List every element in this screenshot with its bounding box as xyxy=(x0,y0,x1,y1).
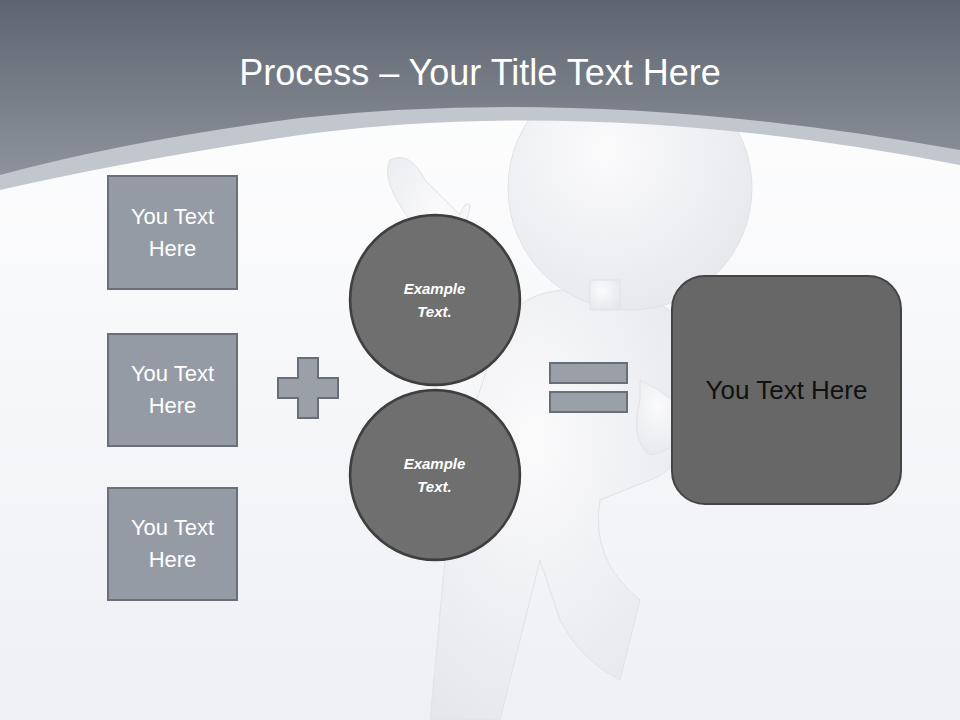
example-circle: Example Text. xyxy=(348,388,522,562)
plus-symbol xyxy=(278,358,338,418)
slide-title: Process – Your Title Text Here xyxy=(0,52,960,94)
text-group: You Text Here xyxy=(122,358,223,422)
text-group: You Text Here xyxy=(706,375,868,406)
circle-outline xyxy=(348,213,522,387)
text-group: Example Text. xyxy=(388,277,482,323)
example-circle: Example Text. xyxy=(348,213,522,387)
node-text: Example Text. xyxy=(388,452,482,498)
header-band xyxy=(0,0,960,175)
node-text: You Text Here xyxy=(122,201,223,265)
text-box: You Text Here xyxy=(107,175,238,290)
text-group: You Text Here xyxy=(122,201,223,265)
text-box: You Text Here xyxy=(107,487,238,601)
equals-symbol xyxy=(550,363,627,412)
text-group: You Text Here xyxy=(122,512,223,576)
node-text: Example Text. xyxy=(388,277,482,323)
circle-outline xyxy=(348,388,522,562)
node-text: You Text Here xyxy=(122,358,223,422)
text-box: You Text Here xyxy=(107,333,238,447)
node-text: You Text Here xyxy=(122,512,223,576)
text-group: Example Text. xyxy=(388,452,482,498)
node-text: You Text Here xyxy=(706,375,868,406)
result-box: You Text Here xyxy=(671,275,902,505)
